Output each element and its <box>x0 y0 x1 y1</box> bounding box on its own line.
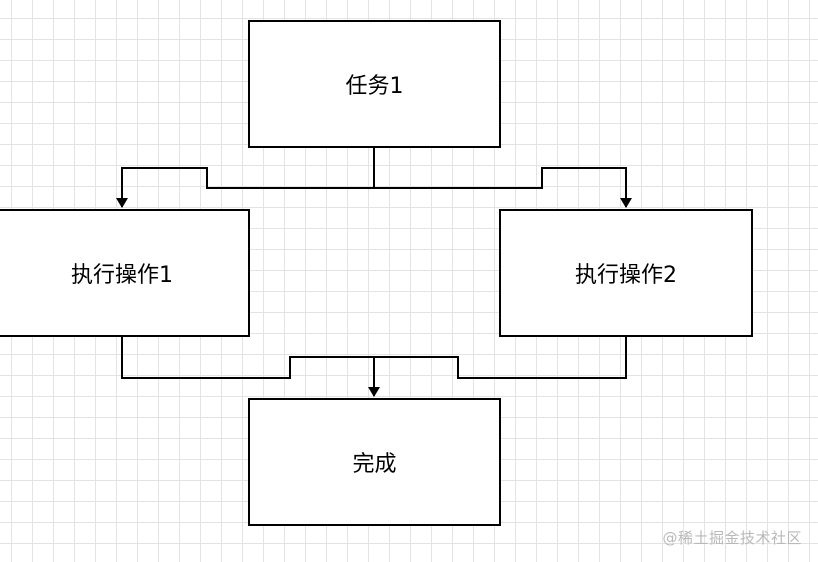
edge-task1-exec2 <box>374 167 632 208</box>
node-task1-label: 任务1 <box>345 74 404 99</box>
node-done[interactable]: 完成 <box>248 398 501 526</box>
node-task1[interactable]: 任务1 <box>248 20 501 148</box>
node-done-label: 完成 <box>352 452 397 477</box>
node-exec1-label: 执行操作1 <box>71 263 173 288</box>
node-exec1[interactable]: 执行操作1 <box>0 209 250 337</box>
node-exec2-label: 执行操作2 <box>575 263 677 288</box>
node-exec2[interactable]: 执行操作2 <box>499 209 753 337</box>
edge-exec2-done <box>374 337 627 379</box>
watermark: @稀土掘金技术社区 <box>662 529 802 547</box>
edge-exec1-done <box>121 337 380 397</box>
edge-task1-exec1 <box>116 148 375 208</box>
